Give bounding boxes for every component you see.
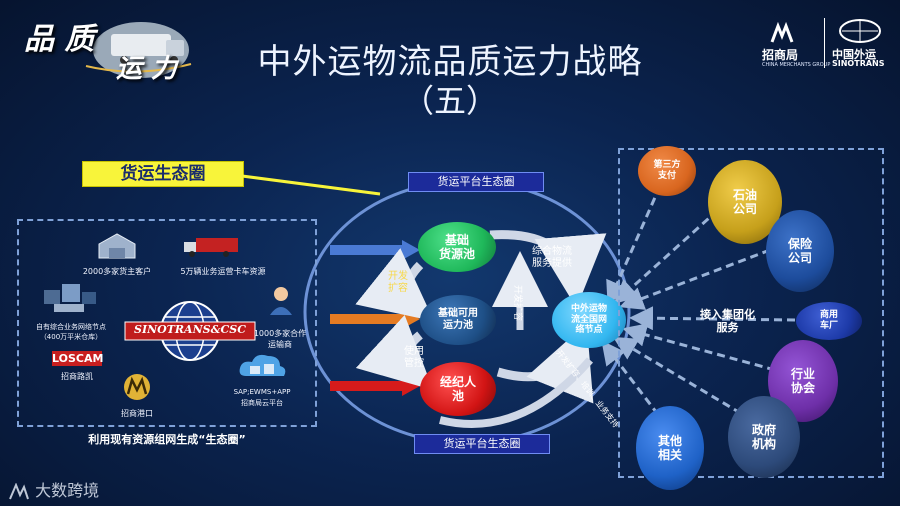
other-l2: 相关 <box>658 448 682 462</box>
commercial-l2: 车厂 <box>820 321 838 332</box>
third-party-l2: 支付 <box>653 171 680 182</box>
shippers-label: 2000多家货主客户 <box>62 266 172 277</box>
trucks-label: 5万辆业务运营卡车资源 <box>168 266 278 277</box>
node-hub-l2: 流全国网 <box>571 315 607 326</box>
cloud-platform-icon <box>236 350 288 386</box>
cm-port-label: 招商港口 <box>102 408 172 419</box>
cm-port-logo-icon <box>122 372 152 402</box>
node-broker-l1: 经纪人 <box>440 375 476 389</box>
node-hub-l1: 中外运物 <box>571 304 607 315</box>
commercial-l1: 商用 <box>820 310 838 321</box>
network-nodes-icon <box>40 282 100 316</box>
sinotrans-csc-text: SINOTRANS&CSC <box>125 323 255 336</box>
node-insurance-company: 保险公司 <box>766 210 834 292</box>
node-cargo-source-pool: 基础货源池 <box>418 222 496 272</box>
carriers-label-1: 1000多家合作 <box>240 328 320 339</box>
node-broker-pool: 经纪人池 <box>420 362 496 416</box>
label-develop-vertical: 开发扩容 <box>511 285 522 297</box>
insurance-l1: 保险 <box>788 237 812 251</box>
platform-label-top: 货运平台生态圈 <box>408 172 544 192</box>
node-broker-l2: 池 <box>440 389 476 403</box>
label-logistics-service: 综合物流服务提供 <box>532 246 572 270</box>
node-government: 政府机构 <box>728 396 800 478</box>
node-capacity-l1: 基础可用 <box>438 308 478 320</box>
node-other-related: 其他相关 <box>636 406 704 490</box>
oil-l2: 公司 <box>733 202 757 216</box>
person-icon <box>268 285 294 315</box>
label-connector <box>242 176 380 194</box>
watermark-text: 大数跨境 <box>35 481 99 500</box>
resources-caption: 利用现有资源组网生成“生态圈” <box>17 431 317 447</box>
node-third-party-payment: 第三方支付 <box>638 146 696 196</box>
truck-icon <box>182 236 240 258</box>
network-label-1: 自有综合业务网络节点 <box>18 322 124 332</box>
node-national-hub: 中外运物流全国网络节点 <box>552 292 626 348</box>
network-label-2: （400万平米仓库） <box>18 332 124 342</box>
warehouse-icon <box>97 230 137 260</box>
industry-l2: 协会 <box>791 381 815 395</box>
node-capacity-l2: 运力池 <box>438 320 478 332</box>
node-source-l2: 货源池 <box>439 247 475 261</box>
loscam-logo: LOSCAM <box>52 351 102 366</box>
label-develop-expand: 开发扩容 <box>388 271 408 295</box>
third-party-l1: 第三方 <box>653 160 680 171</box>
government-l2: 机构 <box>752 437 776 451</box>
label-use-control: 使用管控 <box>404 346 424 370</box>
platform-label-bottom: 货运平台生态圈 <box>414 434 550 454</box>
node-source-l1: 基础 <box>439 233 475 247</box>
carriers-label-2: 运输商 <box>240 339 320 350</box>
loscam-label: 招商路凯 <box>42 371 112 382</box>
label-access-group: 接入集团化服务 <box>700 308 755 334</box>
other-l1: 其他 <box>658 434 682 448</box>
watermark: 大数跨境 <box>8 477 99 501</box>
government-l1: 政府 <box>752 423 776 437</box>
node-commercial-vehicle: 商用车厂 <box>796 302 862 340</box>
platform-label-2: 招商局云平台 <box>220 398 304 408</box>
node-hub-l3: 络节点 <box>571 325 607 336</box>
node-capacity-pool: 基础可用运力池 <box>420 295 496 345</box>
watermark-logo-icon <box>8 483 30 501</box>
insurance-l2: 公司 <box>788 251 812 265</box>
industry-l1: 行业 <box>791 367 815 381</box>
oil-l1: 石油 <box>733 188 757 202</box>
platform-label-1: SAP;EWMS+APP <box>220 388 304 396</box>
